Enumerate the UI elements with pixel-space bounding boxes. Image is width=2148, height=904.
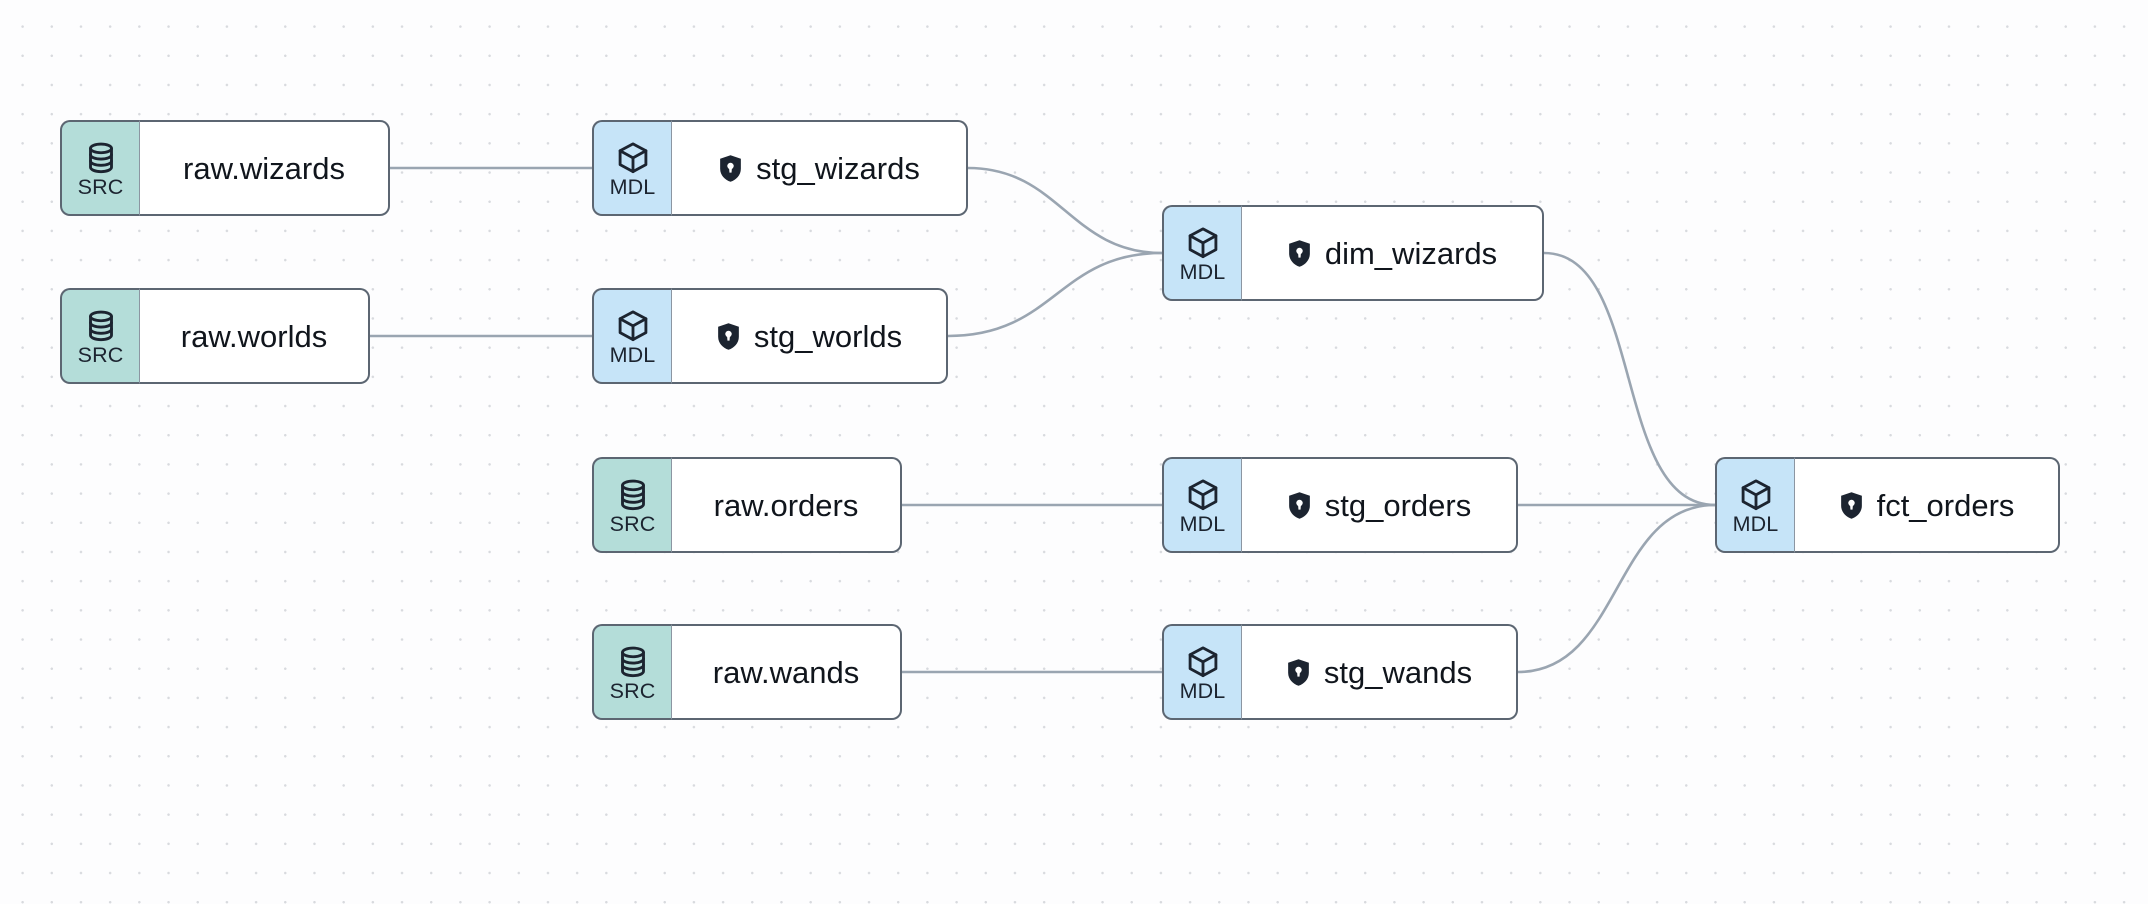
database-icon [83,308,119,344]
database-icon [615,644,651,680]
node-kind-label: MDL [1732,511,1779,536]
node-kind-badge: SRC [592,457,672,553]
node-kind-badge: SRC [60,288,140,384]
node-kind-label: SRC [77,174,124,199]
node-label: stg_wands [1323,654,1473,690]
node-stg-orders[interactable]: MDL stg_orders [1162,457,1518,553]
node-dim-wizards[interactable]: MDL dim_wizards [1162,205,1544,301]
node-kind-label: MDL [1179,259,1226,284]
database-icon [83,140,119,176]
node-kind-badge: MDL [1162,205,1242,301]
node-body[interactable]: stg_wizards [672,120,968,216]
node-body[interactable]: raw.wizards [140,120,390,216]
node-label: stg_worlds [753,318,903,354]
node-kind-badge: MDL [1715,457,1795,553]
node-kind-label: SRC [609,511,656,536]
shield-lock-icon [1287,491,1312,520]
edge-dim-wizards-to-fct-orders [1542,251,1717,507]
node-body[interactable]: raw.orders [672,457,902,553]
node-body[interactable]: fct_orders [1795,457,2060,553]
cube-icon [1185,644,1221,680]
node-kind-label: MDL [1179,511,1226,536]
edge-stg-wands-to-fct-orders [1516,503,1717,674]
shield-lock-icon [1287,239,1312,268]
node-body[interactable]: stg_wands [1242,624,1518,720]
node-label: stg_wizards [756,150,920,186]
cube-icon [615,308,651,344]
cube-icon [1185,477,1221,513]
node-kind-badge: MDL [592,120,672,216]
cube-icon [1185,225,1221,261]
edge-stg-wizards-to-dim-wizards [966,166,1164,255]
node-body[interactable]: raw.worlds [140,288,370,384]
node-body[interactable]: raw.wands [672,624,902,720]
node-label: fct_orders [1876,487,2015,523]
node-kind-badge: MDL [1162,624,1242,720]
node-raw-worlds[interactable]: SRC raw.worlds [60,288,370,384]
node-label: raw.wizards [183,150,345,186]
database-icon [615,477,651,513]
node-kind-label: MDL [609,174,656,199]
node-kind-badge: SRC [60,120,140,216]
shield-lock-icon [718,154,743,183]
node-label: raw.wands [712,654,860,690]
shield-lock-icon [1839,491,1864,520]
node-raw-orders[interactable]: SRC raw.orders [592,457,902,553]
node-raw-wands[interactable]: SRC raw.wands [592,624,902,720]
node-kind-label: MDL [1179,678,1226,703]
node-kind-label: SRC [609,678,656,703]
node-label: raw.worlds [180,318,328,354]
node-body[interactable]: stg_worlds [672,288,948,384]
node-kind-label: SRC [77,342,124,367]
node-body[interactable]: stg_orders [1242,457,1518,553]
shield-lock-icon [1286,658,1311,687]
node-kind-label: MDL [609,342,656,367]
node-fct-orders[interactable]: MDL fct_orders [1715,457,2060,553]
node-stg-wizards[interactable]: MDL stg_wizards [592,120,968,216]
node-kind-badge: MDL [1162,457,1242,553]
cube-icon [615,140,651,176]
node-kind-badge: SRC [592,624,672,720]
node-stg-worlds[interactable]: MDL stg_worlds [592,288,948,384]
node-label: raw.orders [713,487,859,523]
node-kind-badge: MDL [592,288,672,384]
edge-stg-worlds-to-dim-wizards [946,251,1164,338]
node-stg-wands[interactable]: MDL stg_wands [1162,624,1518,720]
node-label: stg_orders [1324,487,1472,523]
cube-icon [1738,477,1774,513]
node-raw-wizards[interactable]: SRC raw.wizards [60,120,390,216]
node-label: dim_wizards [1324,235,1498,271]
node-body[interactable]: dim_wizards [1242,205,1544,301]
shield-lock-icon [716,322,741,351]
